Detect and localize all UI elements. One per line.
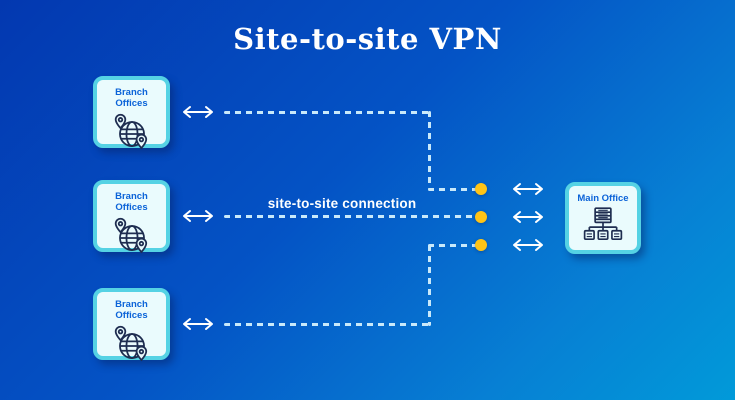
endpoint-dot xyxy=(475,239,487,251)
office-network-icon xyxy=(582,207,624,248)
branch-office-label: Branch Offices xyxy=(115,299,148,322)
double-arrow-icon xyxy=(510,209,546,230)
double-arrow-icon xyxy=(181,104,215,125)
branch-office-label: Branch Offices xyxy=(115,191,148,214)
endpoint-dot xyxy=(475,211,487,223)
branch-office-node-1: Branch Offices xyxy=(93,76,170,150)
main-office-label: Main Office xyxy=(577,193,629,204)
vpn-line-top-horizontal xyxy=(224,111,430,114)
main-office-node: Main Office xyxy=(565,182,641,254)
globe-location-pins-icon xyxy=(109,216,155,263)
globe-location-pins-icon xyxy=(109,324,155,371)
double-arrow-icon xyxy=(510,181,546,202)
connection-label: site-to-site connection xyxy=(267,196,417,211)
branch-office-node-2: Branch Offices xyxy=(93,180,170,254)
double-arrow-icon xyxy=(510,237,546,258)
vpn-line-bottom-vertical xyxy=(428,245,431,326)
vpn-line-middle-horizontal xyxy=(224,215,476,218)
vpn-line-top-vertical xyxy=(428,111,431,189)
branch-office-label: Branch Offices xyxy=(115,87,148,110)
branch-office-node-3: Branch Offices xyxy=(93,288,170,362)
endpoint-dot xyxy=(475,183,487,195)
vpn-line-top-into-hub xyxy=(428,188,476,191)
double-arrow-icon xyxy=(181,208,215,229)
vpn-line-bottom-horizontal xyxy=(224,323,430,326)
page-title: Site-to-site VPN xyxy=(233,22,502,56)
vpn-line-bottom-into-hub xyxy=(428,244,476,247)
double-arrow-icon xyxy=(181,316,215,337)
globe-location-pins-icon xyxy=(109,112,155,159)
